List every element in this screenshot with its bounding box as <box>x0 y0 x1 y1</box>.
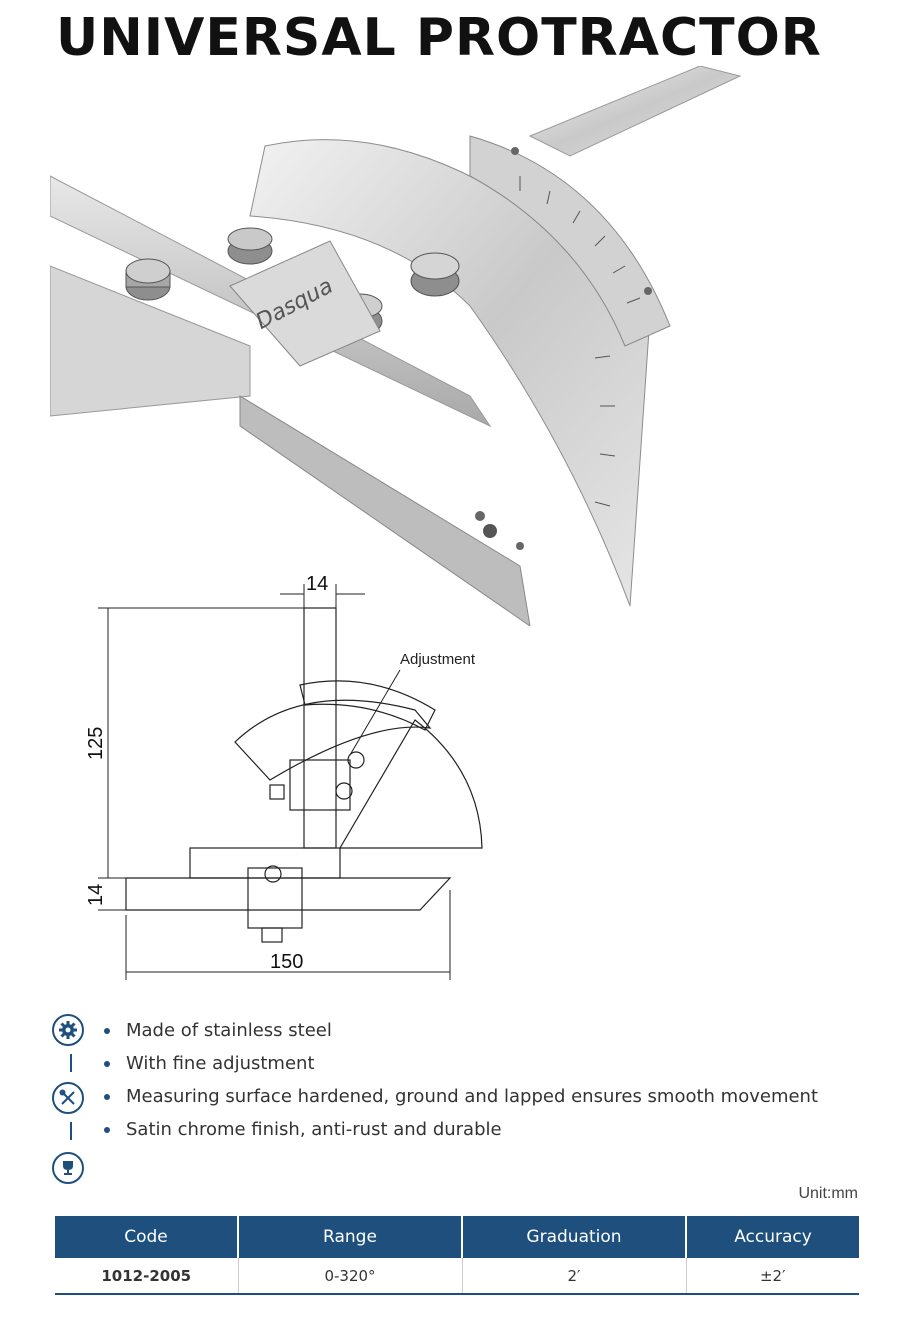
column-header-graduation: Graduation <box>461 1216 686 1258</box>
cell-code: 1012-2005 <box>55 1258 238 1295</box>
page-title: UNIVERSAL PROTRACTOR <box>56 8 822 68</box>
feature-section: Made of stainless steel With fine adjust… <box>50 1010 870 1190</box>
trophy-icon <box>52 1152 84 1184</box>
dimension-drawing: 14 125 14 150 Adjustment <box>85 573 483 980</box>
divider-line <box>70 1122 72 1140</box>
column-header-accuracy: Accuracy <box>685 1216 859 1258</box>
list-item: Measuring surface hardened, ground and l… <box>102 1080 818 1113</box>
divider-line <box>70 1054 72 1072</box>
gear-icon <box>52 1014 84 1046</box>
table-row: 1012-2005 0-320° 2′ ±2′ <box>55 1258 859 1295</box>
product-photo: Dasqua <box>50 66 742 626</box>
spec-table: Code Range Graduation Accuracy 1012-2005… <box>55 1216 859 1295</box>
unit-label: Unit:mm <box>798 1185 858 1202</box>
cell-range: 0-320° <box>237 1258 462 1295</box>
list-item: Satin chrome finish, anti-rust and durab… <box>102 1113 818 1146</box>
feature-list: Made of stainless steel With fine adjust… <box>102 1014 818 1146</box>
list-item: Made of stainless steel <box>102 1014 818 1047</box>
table-header-row: Code Range Graduation Accuracy <box>55 1216 859 1258</box>
dim-base-label: 14 <box>85 884 107 906</box>
dim-top-label: 14 <box>306 573 328 595</box>
column-header-code: Code <box>55 1216 238 1258</box>
adjustment-callout: Adjustment <box>400 651 476 668</box>
cell-accuracy: ±2′ <box>685 1258 859 1295</box>
list-item: With fine adjustment <box>102 1047 818 1080</box>
tools-icon <box>52 1082 84 1114</box>
column-header-range: Range <box>237 1216 462 1258</box>
dim-length-label: 150 <box>270 951 303 973</box>
dim-height-label: 125 <box>85 727 107 760</box>
cell-graduation: 2′ <box>461 1258 686 1295</box>
